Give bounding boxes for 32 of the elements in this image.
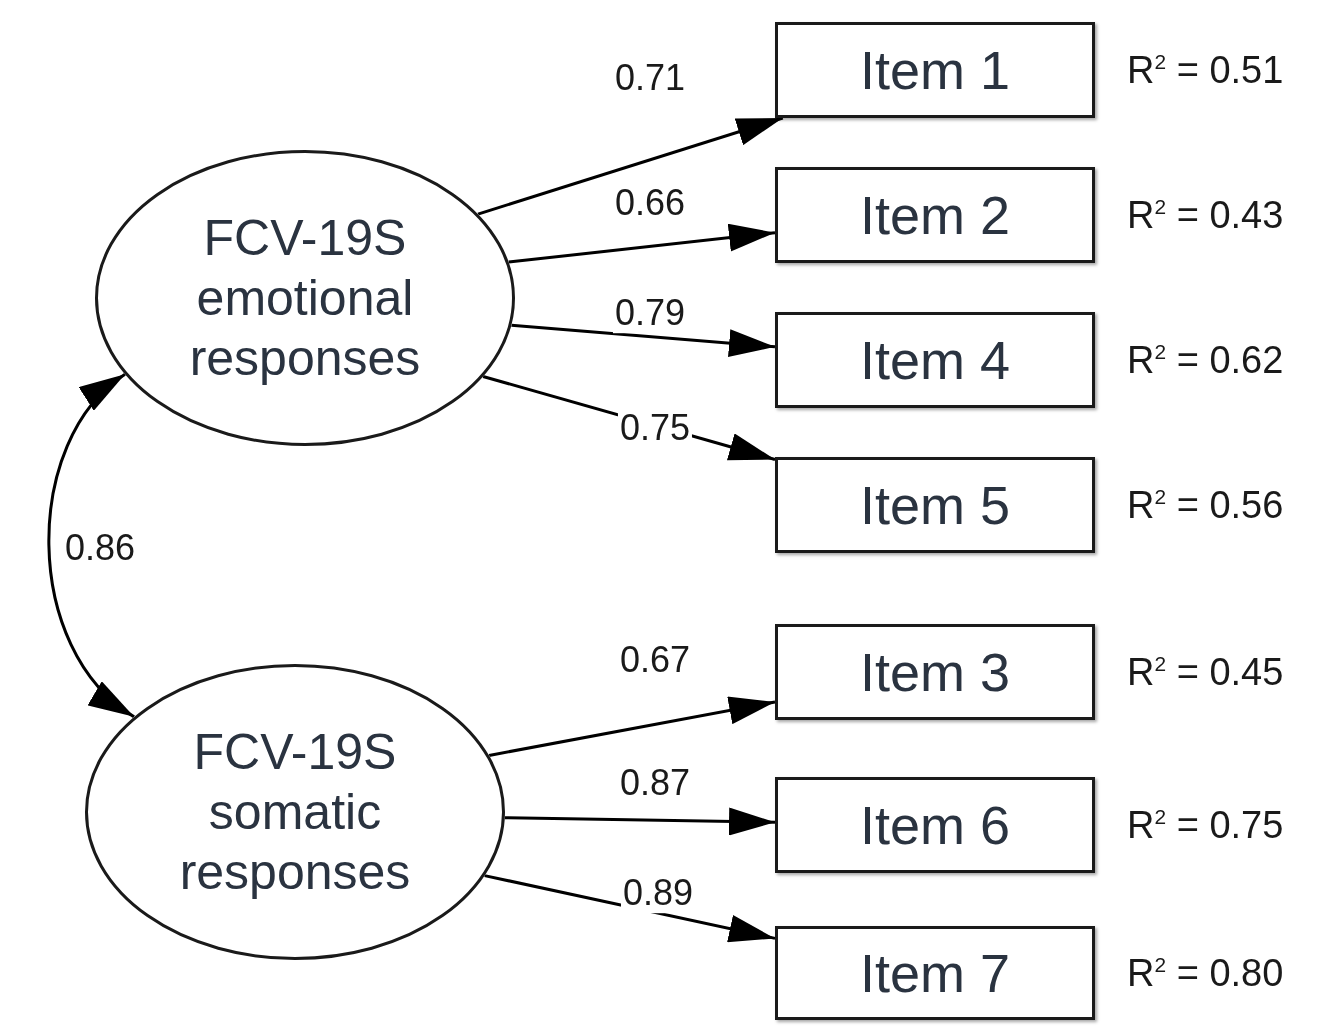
r-squared-label: R$^{2}$ = 0.56	[1127, 483, 1284, 527]
arrow	[47, 373, 136, 719]
latent-variable-ellipse	[85, 664, 505, 960]
r-squared-label: R$^{2}$ = 0.80	[1127, 951, 1284, 995]
item-box	[775, 777, 1095, 873]
arrow	[508, 223, 776, 264]
item-box	[775, 167, 1095, 263]
arrow	[504, 807, 776, 836]
r-squared-label: R$^{2}$ = 0.51	[1127, 48, 1284, 92]
node-label: Item 5	[859, 473, 1011, 537]
arrow	[488, 696, 776, 757]
node-label: Item 3	[859, 640, 1011, 704]
node-label: Item 2	[859, 183, 1011, 247]
arrow	[477, 116, 784, 216]
arrow	[511, 323, 776, 358]
latent-variable-ellipse	[95, 150, 515, 446]
r-squared-label: R$^{2}$ = 0.45	[1127, 650, 1284, 694]
node-label: Item 4	[859, 328, 1011, 392]
node-label: FCV-19S emotional responses	[188, 209, 422, 388]
node-label: Item 1	[859, 38, 1011, 102]
r-squared-label: R$^{2}$ = 0.75	[1127, 803, 1284, 847]
node-label: FCV-19S somatic responses	[178, 723, 412, 902]
item-box	[775, 22, 1095, 118]
item-box	[775, 624, 1095, 720]
item-box	[775, 457, 1095, 553]
item-box	[775, 312, 1095, 408]
r-squared-label: R$^{2}$ = 0.43	[1127, 193, 1284, 237]
item-box	[775, 926, 1095, 1020]
node-label: Item 6	[859, 793, 1011, 857]
arrow	[484, 874, 776, 943]
node-label: Item 7	[859, 941, 1011, 1005]
r-squared-label: R$^{2}$ = 0.62	[1127, 338, 1284, 382]
